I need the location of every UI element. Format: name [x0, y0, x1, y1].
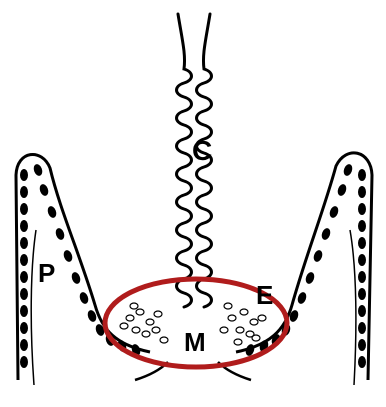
cell-dot — [358, 339, 366, 351]
cell-dot — [20, 237, 28, 249]
cell-dot — [358, 237, 366, 249]
cell-dot — [20, 271, 28, 283]
cell-dot — [20, 169, 28, 181]
cell-dot — [358, 220, 366, 232]
cell-dot — [20, 305, 28, 317]
cell-dot — [358, 169, 366, 181]
cell-dot — [358, 186, 366, 198]
cell-dot — [358, 356, 366, 368]
cell-dot — [20, 186, 28, 198]
cell-dot — [20, 339, 28, 351]
label-p: P — [38, 258, 55, 288]
cell-dot — [20, 203, 28, 215]
label-e: E — [256, 280, 273, 310]
cell-dot — [358, 203, 366, 215]
cell-dot — [358, 322, 366, 334]
cell-dot — [20, 288, 28, 300]
cell-dot — [358, 271, 366, 283]
label-c: C — [192, 135, 212, 166]
cell-dot — [20, 356, 28, 368]
cell-dot — [358, 305, 366, 317]
cell-dot — [20, 254, 28, 266]
label-m: M — [184, 327, 206, 357]
cell-dot — [20, 322, 28, 334]
cell-dot — [358, 254, 366, 266]
cell-dot — [358, 288, 366, 300]
cell-dot — [20, 220, 28, 232]
